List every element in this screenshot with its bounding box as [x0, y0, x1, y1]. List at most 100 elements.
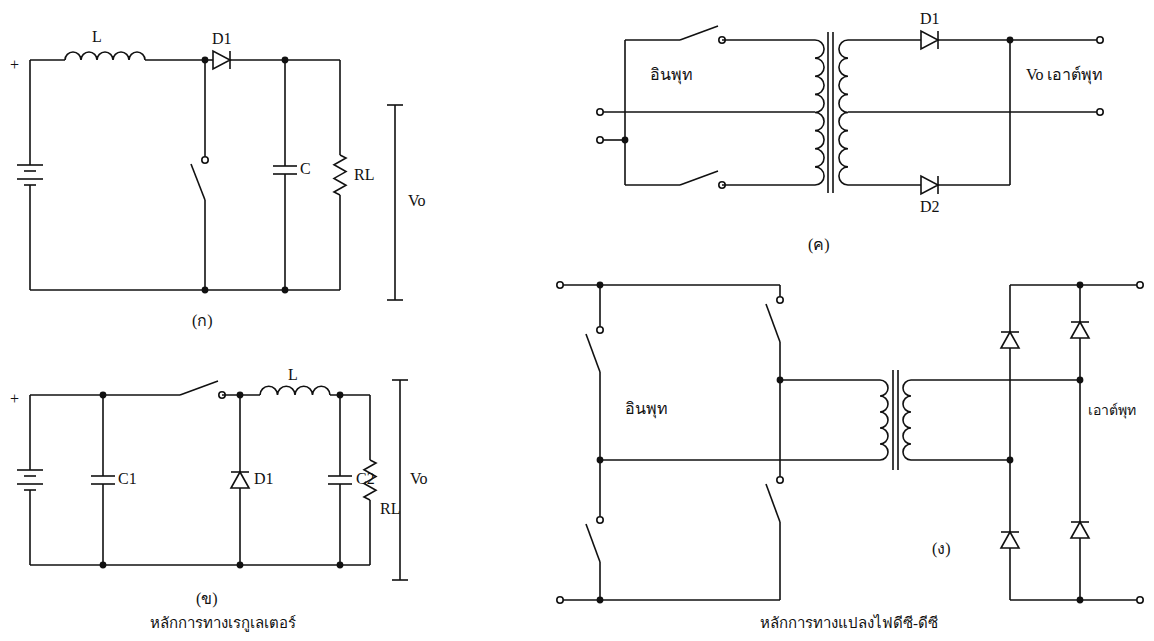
wire: [603, 111, 815, 113]
diode-symbol: [1071, 522, 1089, 538]
battery-symbol: [17, 483, 43, 485]
diode-symbol: [1071, 322, 1089, 338]
capacitor-symbol: [91, 483, 115, 485]
transformer-core: [827, 32, 829, 193]
figure-letter: (ก): [192, 312, 213, 330]
diode-symbol: [1001, 331, 1019, 333]
component-label: D2: [920, 198, 940, 216]
battery-symbol: [24, 489, 36, 491]
diode-symbol: [1001, 332, 1019, 348]
wire: [102, 395, 104, 476]
wire: [1079, 338, 1081, 522]
terminal: [597, 327, 603, 333]
junction-dot: [202, 287, 207, 292]
switch-symbol: [766, 484, 780, 522]
switch-symbol: [680, 171, 718, 185]
component-label: RL: [380, 500, 400, 518]
transformer-core: [897, 370, 899, 470]
capacitor-symbol: [328, 475, 352, 477]
capacitor-symbol: [91, 475, 115, 477]
wire: [1009, 348, 1011, 532]
component-label: RL: [354, 166, 374, 184]
voltage-bracket: [387, 104, 403, 106]
terminal-label: อินพุท: [650, 66, 693, 84]
junction-dot: [597, 282, 602, 287]
wire: [29, 185, 31, 290]
voltage-bracket: [394, 105, 396, 300]
diode-symbol: [231, 472, 249, 488]
component-label: D1: [920, 10, 940, 28]
battery-symbol: [17, 469, 43, 471]
wire: [625, 39, 680, 41]
inductor-symbol: [260, 386, 330, 395]
wire: [30, 289, 340, 291]
winding-symbol: [839, 40, 848, 185]
capacitor-symbol: [273, 173, 297, 175]
wire: [848, 184, 921, 186]
wire: [911, 379, 1080, 381]
voltage-bracket: [387, 299, 403, 301]
switch-symbol: [586, 524, 600, 562]
junction-dot: [1007, 457, 1012, 462]
component-label: C2: [356, 470, 375, 488]
terminal: [557, 282, 563, 288]
wire: [339, 195, 341, 290]
wire: [102, 484, 104, 565]
terminal: [777, 477, 783, 483]
wire: [29, 490, 31, 565]
diode-symbol: [921, 176, 938, 194]
wire: [284, 60, 286, 166]
wire: [722, 184, 815, 186]
capacitor-symbol: [273, 165, 297, 167]
winding-symbol: [903, 380, 911, 460]
terminal: [557, 597, 563, 603]
inductor-symbol: [65, 52, 145, 60]
wire: [599, 562, 601, 600]
wire: [29, 395, 31, 470]
wire: [1079, 285, 1081, 322]
switch-symbol: [191, 164, 205, 200]
wire: [563, 284, 780, 286]
wire: [239, 395, 241, 472]
component-label: C1: [118, 470, 137, 488]
switch-symbol: [180, 381, 218, 395]
wire: [779, 522, 781, 600]
terminal: [597, 517, 603, 523]
battery-symbol: [24, 170, 36, 172]
battery-symbol: [17, 178, 43, 180]
junction-dot: [622, 137, 627, 142]
wire: [330, 394, 370, 396]
junction-dot: [1077, 377, 1082, 382]
wire: [599, 372, 601, 520]
wire: [204, 60, 206, 160]
capacitor-symbol: [328, 483, 352, 485]
diode-symbol: [1071, 521, 1089, 523]
polarity-mark: +: [10, 56, 19, 74]
wire: [1079, 538, 1081, 600]
voltage-label: Vo: [408, 192, 426, 210]
wire: [780, 379, 880, 381]
battery-symbol: [24, 475, 36, 477]
wire: [938, 184, 1010, 186]
wire: [339, 395, 341, 476]
wire: [1010, 284, 1137, 286]
terminal: [1097, 109, 1103, 115]
wire: [938, 39, 1097, 41]
wire: [600, 459, 880, 461]
switch-symbol: [766, 304, 780, 342]
terminal-label: เอาต์พุท: [1088, 402, 1136, 420]
component-label: D1: [212, 30, 232, 48]
transformer-core: [832, 32, 834, 193]
component-label: L: [288, 366, 298, 384]
diode-symbol: [921, 31, 938, 49]
terminal-label: Vo เอาต์พุท: [1026, 66, 1104, 84]
diode-symbol: [1001, 532, 1019, 548]
voltage-bracket: [392, 379, 408, 381]
wire: [722, 39, 815, 41]
battery-symbol: [24, 184, 36, 186]
component-label: L: [92, 28, 102, 46]
terminal: [777, 297, 783, 303]
component-label: C: [300, 160, 311, 178]
